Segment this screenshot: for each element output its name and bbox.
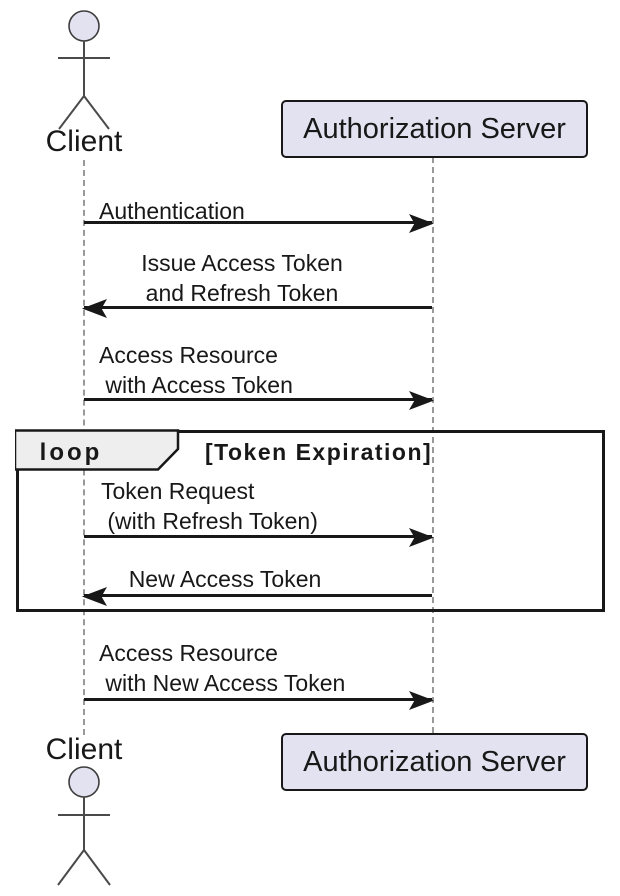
participant-box-top: Authorization Server: [281, 100, 588, 158]
participant-box-bottom: Authorization Server: [281, 733, 588, 791]
actor-label-bottom: Client: [45, 733, 123, 766]
message-label-token-request: Token Request (with Refresh Token): [101, 478, 318, 534]
arrowhead-right-icon: [409, 214, 434, 233]
actor-label-top: Client: [45, 125, 123, 158]
loop-operator-pentagon: [15, 429, 180, 471]
loop-fragment-frame: [16, 430, 605, 612]
loop-guard-label: [Token Expiration]: [205, 439, 433, 465]
message-arrow-4: [84, 528, 434, 547]
loop-operator-label: loop: [39, 439, 103, 466]
message-arrow-3: [84, 391, 434, 410]
participant-label-bottom: Authorization Server: [303, 745, 566, 778]
message-arrow-1: [84, 214, 434, 233]
message-label-authentication: Authentication: [99, 198, 245, 224]
message-label-access-resource-new-token: Access Resource with New Access Token: [99, 640, 346, 696]
actor-stick-figure-icon: [58, 10, 110, 130]
arrowhead-right-icon: [409, 391, 434, 410]
message-arrow-6: [84, 691, 434, 710]
actor-stick-figure-icon: [57, 766, 111, 886]
message-arrow-5: [82, 587, 432, 606]
message-arrow-2: [82, 299, 432, 318]
participant-label-top: Authorization Server: [303, 112, 566, 145]
arrowhead-right-icon: [409, 691, 434, 710]
server-lifeline: [432, 157, 434, 733]
message-label-issue-tokens: Issue Access Token and Refresh Token: [141, 250, 343, 306]
message-label-access-resource: Access Resource with Access Token: [99, 342, 293, 398]
message-label-new-access-token: New Access Token: [128, 566, 322, 592]
